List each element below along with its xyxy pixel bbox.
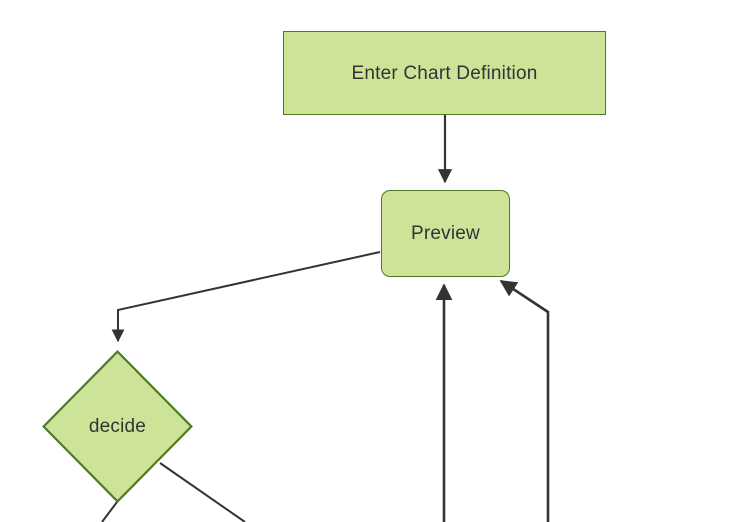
edge-bottom-right-to-preview (499, 279, 550, 522)
edge-decide-down-left (101, 501, 118, 522)
node-preview-label: Preview (411, 223, 480, 244)
node-decide[interactable]: decide (42, 350, 193, 503)
edge-preview-to-decide (111, 251, 381, 343)
diamond-shape-icon (42, 350, 193, 503)
node-enter-chart-definition[interactable]: Enter Chart Definition (283, 31, 606, 115)
edge-decide-down-right (159, 462, 246, 522)
node-decide-label: decide (88, 416, 147, 437)
node-enter-chart-definition-label: Enter Chart Definition (351, 62, 538, 84)
node-preview[interactable]: Preview (381, 190, 510, 277)
